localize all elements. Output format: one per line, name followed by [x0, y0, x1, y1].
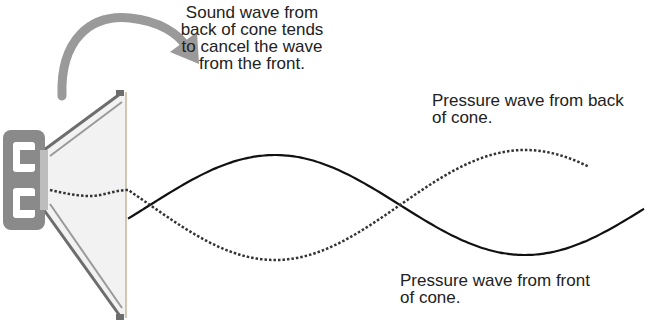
cone-edge	[50, 204, 122, 308]
annotation-label: Pressure wave from back of cone.	[432, 92, 627, 126]
curved-arrow	[62, 18, 186, 96]
cone-edge	[44, 94, 120, 150]
surround	[116, 90, 124, 96]
annotation-label: Sound wave from back of cone tends to ca…	[172, 4, 332, 72]
voice-coil	[40, 150, 48, 210]
cone-edge	[50, 102, 122, 156]
annotation-label: Pressure wave from front of cone.	[400, 272, 595, 306]
cone-front	[125, 92, 127, 318]
back-wave	[50, 150, 588, 260]
cone-edge	[44, 210, 120, 316]
cone-fill	[46, 94, 126, 318]
magnet	[3, 130, 45, 230]
surround	[116, 314, 124, 320]
